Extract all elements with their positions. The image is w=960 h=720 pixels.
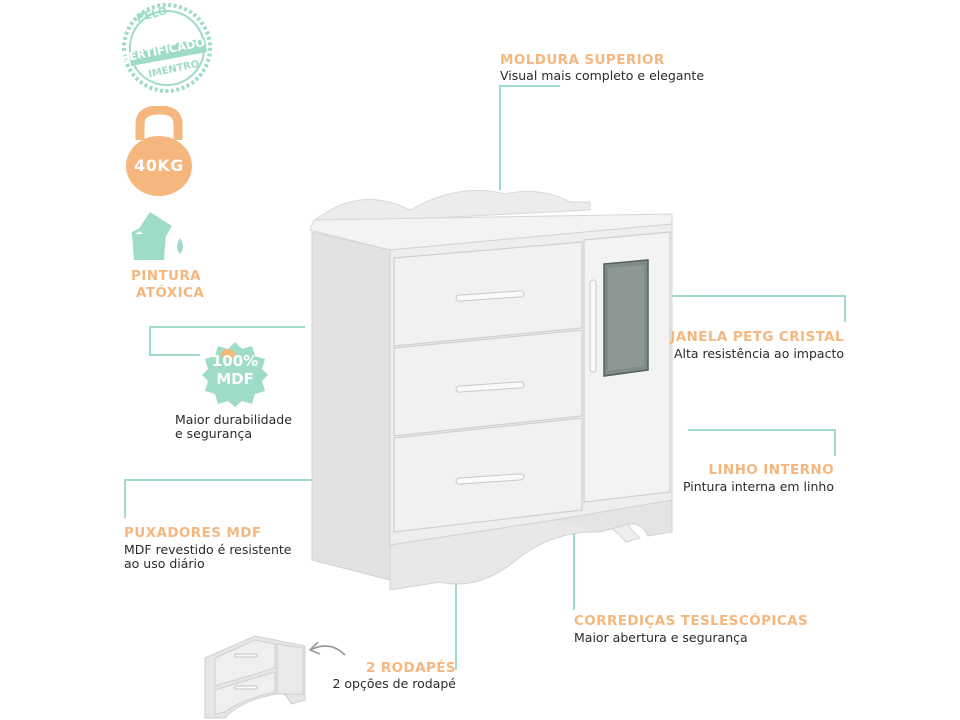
puxadores-title: PUXADORES MDF xyxy=(124,525,262,541)
drawer-bottom xyxy=(393,417,583,533)
linho-desc: Pintura interna em linho xyxy=(683,479,834,494)
mdf-desc-line2: e segurança xyxy=(175,426,252,441)
connector-mdf xyxy=(149,326,305,356)
drawer-middle xyxy=(393,329,583,437)
kettlebell-icon xyxy=(126,106,192,196)
janela-title: JANELA PETG CRISTAL xyxy=(670,329,844,345)
moldura-title: MOLDURA SUPERIOR xyxy=(500,52,665,68)
weight-value: 40KG xyxy=(134,156,184,175)
left-side-panel xyxy=(311,231,391,581)
rodapes-title: 2 RODAPÉS xyxy=(365,660,456,676)
dresser-illustration xyxy=(309,189,673,590)
arrow-curve-icon xyxy=(309,645,346,656)
handle-bottom xyxy=(455,473,525,485)
mdf-desc-line1: Maior durabilidade xyxy=(175,412,292,427)
mdf-seal-icon xyxy=(202,342,268,407)
connector-janela xyxy=(640,295,846,322)
corredicas-desc: Maior abertura e segurança xyxy=(574,630,748,645)
paint-line2: ATÓXICA xyxy=(136,285,205,301)
puxadores-desc-line2: ao uso diário xyxy=(124,556,205,571)
moldura-desc: Visual mais completo e elegante xyxy=(500,68,705,83)
door-handle xyxy=(589,279,597,373)
certificate-seal-icon xyxy=(122,3,212,93)
puxadores-desc-line1: MDF revestido é resistente xyxy=(124,542,292,557)
connector-moldura xyxy=(499,85,560,190)
linho-title: LINHO INTERNO xyxy=(708,462,834,478)
rodapes-desc: 2 opções de rodapé xyxy=(332,676,456,691)
janela-desc: Alta resistência ao impacto xyxy=(673,346,844,361)
corredicas-title: CORREDIÇAS TESLESCÓPICAS xyxy=(574,613,809,629)
mdf-line1: 100% xyxy=(211,352,259,370)
arrow-head-icon xyxy=(308,641,321,655)
mdf-line2: MDF xyxy=(216,370,254,388)
top-molding xyxy=(313,189,591,225)
alternate-base-thumbnail xyxy=(204,635,306,719)
paint-line1: PINTURA xyxy=(131,268,202,284)
handle-middle xyxy=(455,381,525,393)
paint-bucket-icon xyxy=(131,212,183,260)
handle-top xyxy=(455,290,525,302)
connector-linho xyxy=(688,429,836,456)
